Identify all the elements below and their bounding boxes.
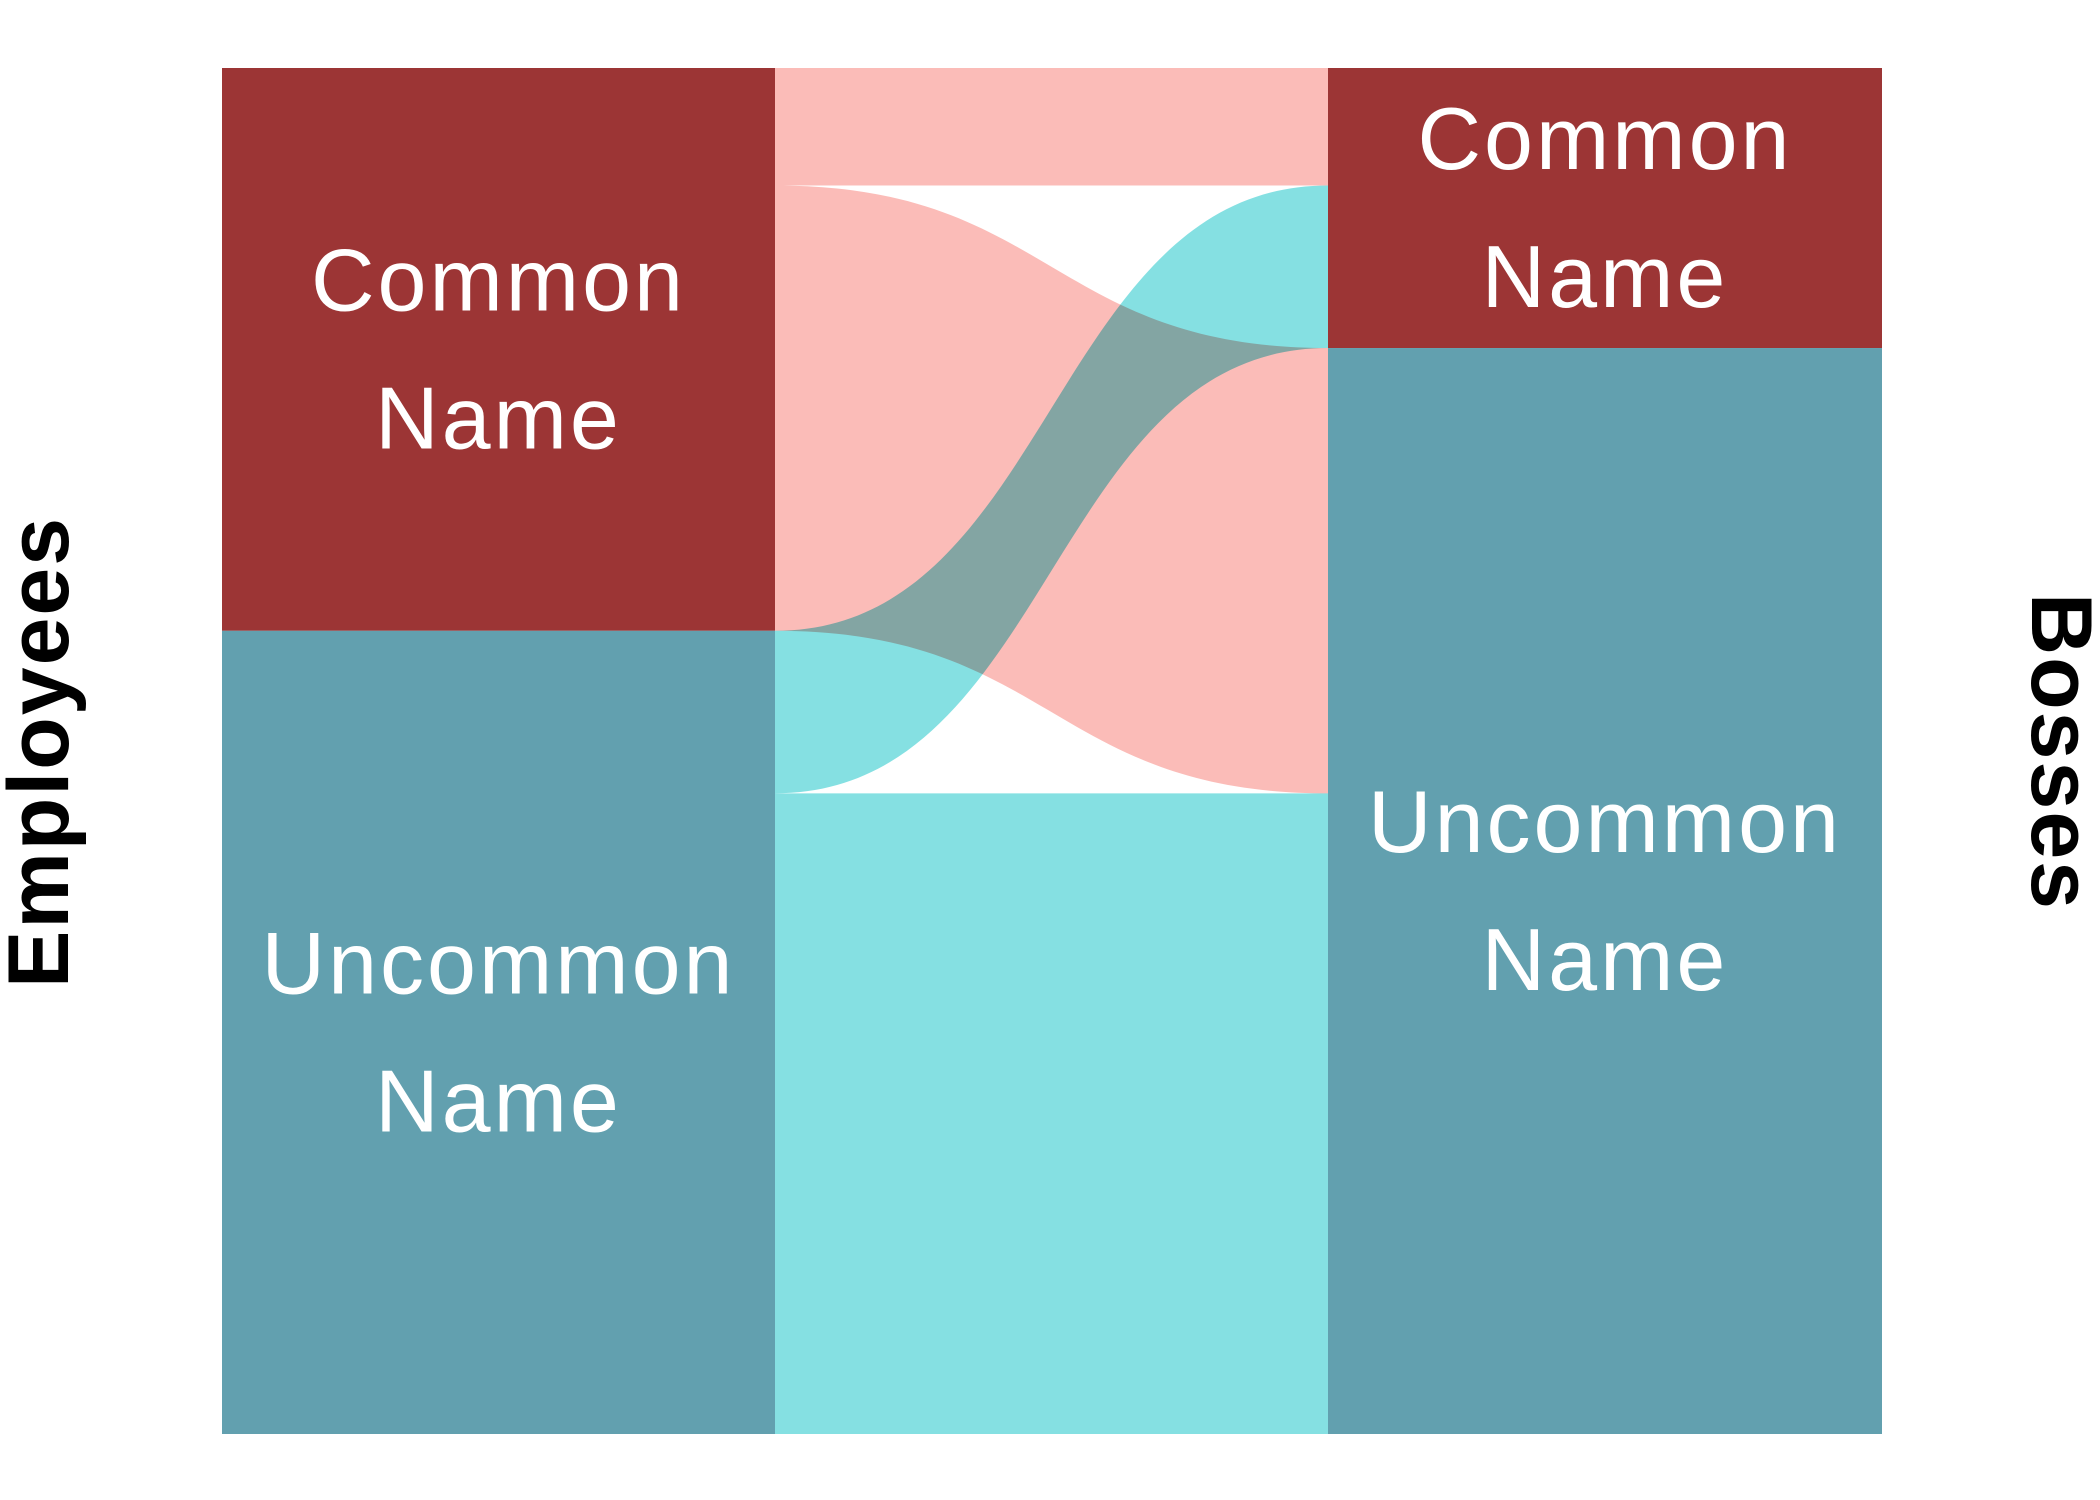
nodes-layer [222,68,1882,1434]
left-node-uncommon-name [222,630,775,1434]
left-node-label-line: Name [375,368,622,467]
left-node-label-line: Name [375,1051,622,1150]
right-axis-label: Bosses [2013,593,2100,911]
right-node-common-name [1328,68,1882,349]
flows-layer [775,68,1328,1434]
right-node-label-line: Name [1482,227,1729,326]
flow-common-name-to-common-name [775,68,1328,186]
right-node-label-line: Uncommon [1368,772,1842,871]
left-axis-label: Employees [0,516,87,988]
left-node-label-line: Uncommon [262,913,736,1012]
right-node-label-line: Name [1482,910,1729,1009]
left-node-label-line: Common [311,230,686,329]
flow-uncommon-name-to-common-name [775,185,1328,794]
right-node-uncommon-name [1328,348,1882,1434]
left-node-common-name [222,68,775,631]
flow-uncommon-name-to-uncommon-name [775,793,1328,1434]
right-node-label-line: Common [1418,89,1793,188]
